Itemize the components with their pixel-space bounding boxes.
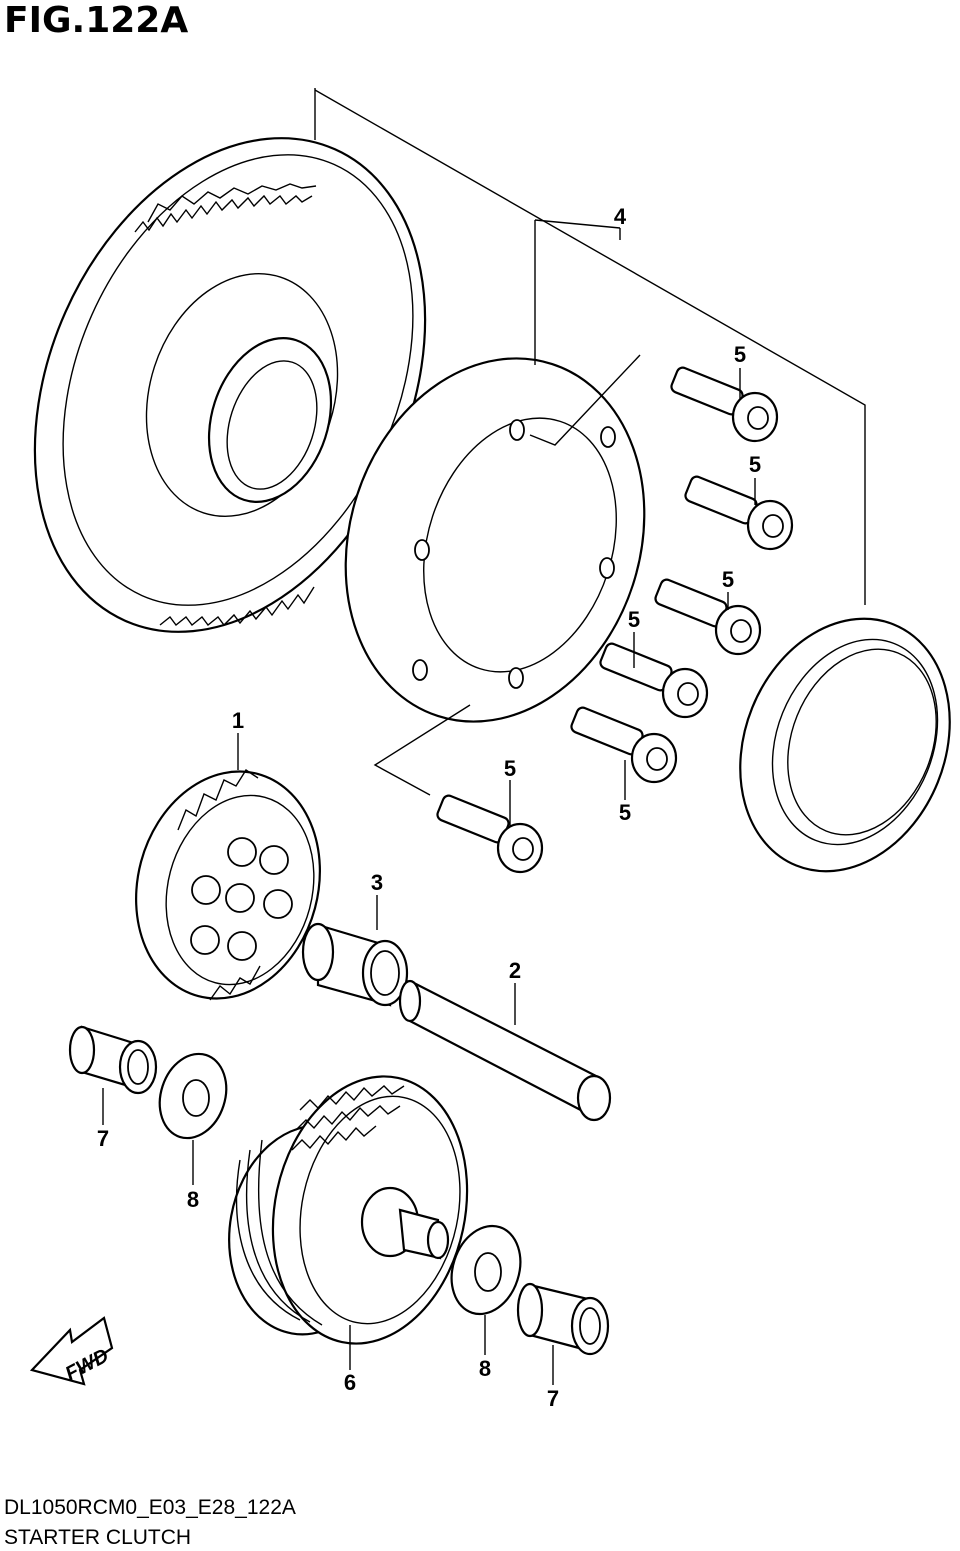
fwd-arrow-icon: FWD xyxy=(29,1316,114,1386)
one-way-clutch-bearing xyxy=(739,617,951,873)
bolt-3 xyxy=(654,578,762,656)
callout-7: 7 xyxy=(97,1126,109,1151)
figure-title: FIG.122A xyxy=(4,0,188,41)
starter-clutch-gear-assembly xyxy=(228,1075,469,1345)
callout-3: 3 xyxy=(371,870,383,895)
callout-5: 5 xyxy=(749,452,761,477)
callout-5: 5 xyxy=(619,800,631,825)
idle-gear-shaft xyxy=(398,979,612,1122)
callout-5: 5 xyxy=(628,607,640,632)
callout-4: 4 xyxy=(614,204,627,229)
bearing-right xyxy=(516,1282,610,1356)
figure-code: DL1050RCM0_E03_E28_122A xyxy=(4,1496,296,1519)
callout-5: 5 xyxy=(722,567,734,592)
figure-caption: STARTER CLUTCH xyxy=(4,1526,191,1549)
bolt-5 xyxy=(570,706,678,784)
callout-8: 8 xyxy=(187,1187,199,1212)
washer-right xyxy=(450,1224,522,1316)
bolt-6 xyxy=(436,794,544,874)
callout-8: 8 xyxy=(479,1356,491,1381)
callout-5: 5 xyxy=(734,342,746,367)
one-way-clutch-body xyxy=(344,357,646,723)
callout-1: 1 xyxy=(232,708,244,733)
leader-lines xyxy=(102,88,866,1385)
bearing-left xyxy=(68,1025,158,1095)
callout-7: 7 xyxy=(547,1386,559,1411)
starter-driven-gear xyxy=(33,137,427,633)
bolt-1 xyxy=(670,366,779,443)
callout-6: 6 xyxy=(344,1370,356,1395)
callout-5: 5 xyxy=(504,756,516,781)
bolt-4 xyxy=(599,642,709,719)
washer-left xyxy=(158,1052,228,1140)
bolt-2 xyxy=(684,475,794,551)
starter-idle-gear xyxy=(135,769,321,1001)
bushing xyxy=(301,922,409,1007)
callout-2: 2 xyxy=(509,958,521,983)
